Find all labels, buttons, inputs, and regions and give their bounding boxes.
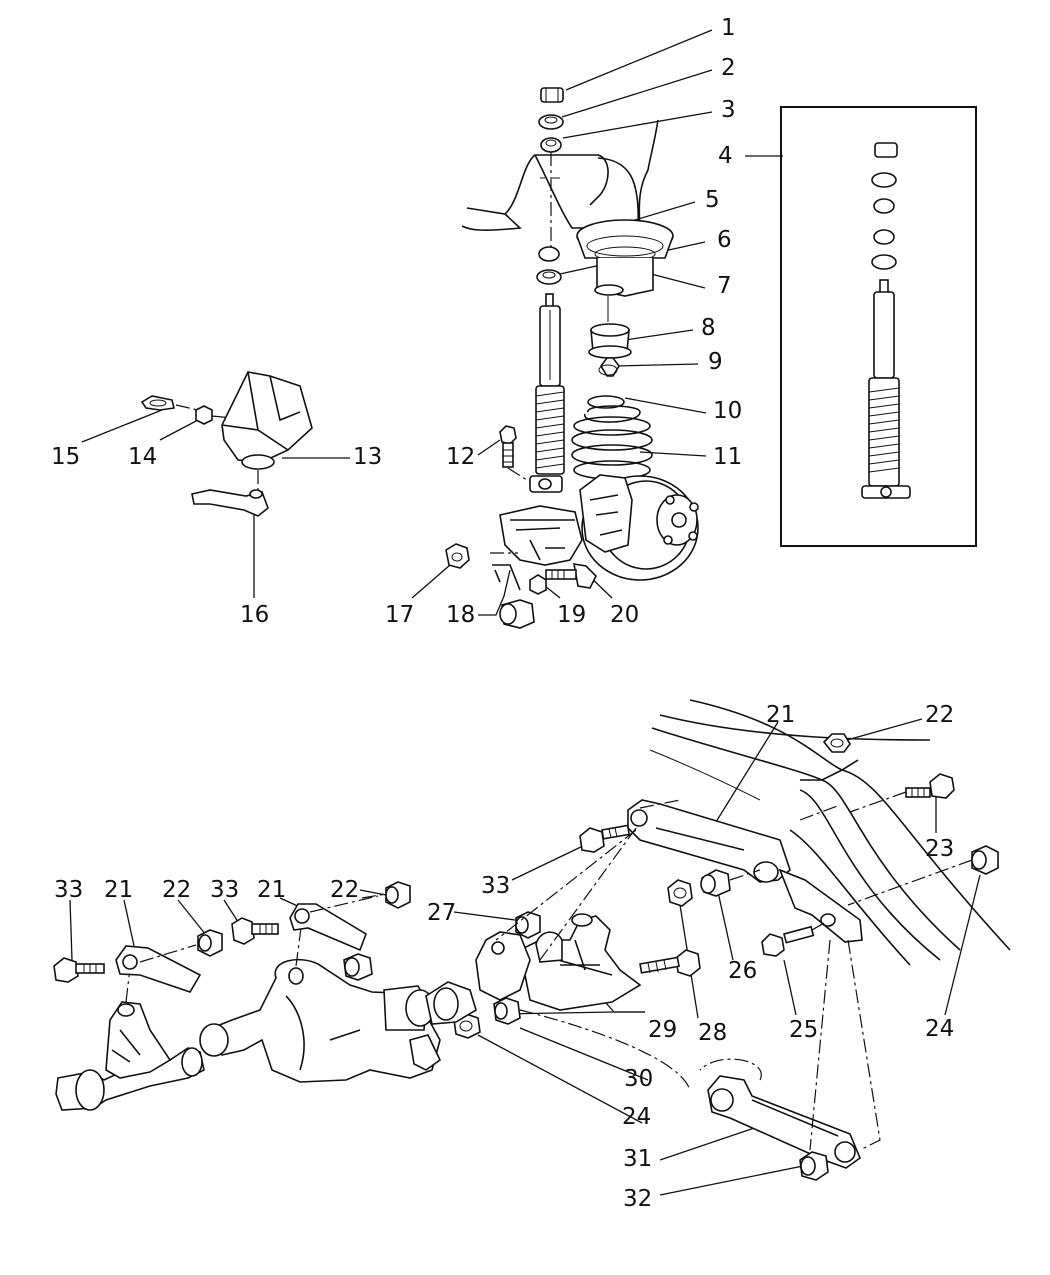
- upper-control-arm-right: [627, 799, 841, 883]
- lower-hardware: [445, 543, 597, 629]
- spring-isolator: [588, 323, 632, 377]
- callout-17: 17: [385, 602, 414, 628]
- frame-bracket: [778, 868, 863, 943]
- callout-5: 5: [705, 187, 720, 213]
- callout-32: 32: [623, 1186, 652, 1212]
- callout-11: 11: [713, 444, 742, 470]
- callout-21a: 21: [766, 702, 795, 728]
- callout-1: 1: [721, 15, 736, 41]
- callout-22a: 22: [925, 702, 954, 728]
- callout-18: 18: [446, 602, 475, 628]
- upper-control-arm-left-2: [289, 895, 379, 952]
- callout-6: 6: [717, 227, 732, 253]
- left-axle-tube: [55, 967, 205, 1111]
- callout-21b: 21: [104, 877, 133, 903]
- shock-mount-hardware: [536, 87, 564, 285]
- callout-33a: 33: [481, 873, 510, 899]
- bushing-32: [799, 1151, 829, 1181]
- callout-8: 8: [701, 315, 716, 341]
- assembly-path-right: [495, 827, 637, 961]
- inset-box: [780, 106, 977, 547]
- callout-13: 13: [353, 444, 382, 470]
- axle-knuckle-right: [475, 913, 642, 1011]
- jounce-bumper: [576, 219, 674, 322]
- callout-25: 25: [789, 1017, 818, 1043]
- frame-tower: [461, 119, 659, 231]
- lower-control-arm: [519, 939, 881, 1169]
- callout-27: 27: [427, 900, 456, 926]
- shock-absorber: [529, 293, 565, 493]
- callout-29: 29: [648, 1017, 677, 1043]
- callout-22b: 22: [162, 877, 191, 903]
- bolt-33-mid: [579, 824, 631, 853]
- callout-31: 31: [623, 1146, 652, 1172]
- bolt-29: [639, 949, 701, 977]
- callout-3: 3: [721, 97, 736, 123]
- callout-33c: 33: [210, 877, 239, 903]
- callout-26: 26: [728, 958, 757, 984]
- callout-33b: 33: [54, 877, 83, 903]
- bushing-24-right: [847, 845, 999, 906]
- callout-12: 12: [446, 444, 475, 470]
- coil-spring: [571, 395, 653, 480]
- callout-30: 30: [624, 1066, 653, 1092]
- upper-control-arm-left-1: [115, 944, 202, 993]
- nut-22-right: [822, 733, 851, 753]
- callout-24a: 24: [925, 1016, 954, 1042]
- callout-22c: 22: [330, 877, 359, 903]
- bolt-12: [499, 425, 531, 483]
- callout-9: 9: [708, 349, 723, 375]
- callout-21c: 21: [257, 877, 286, 903]
- frame-rail: [649, 699, 1011, 966]
- callout-7: 7: [717, 273, 732, 299]
- callout-23: 23: [925, 836, 954, 862]
- callout-2: 2: [721, 55, 736, 81]
- bolt-23: [849, 773, 955, 813]
- bolt-25: [761, 921, 827, 957]
- callout-10: 10: [713, 398, 742, 424]
- callout-20: 20: [610, 602, 639, 628]
- nut-28: [667, 879, 693, 907]
- bracket-assembly: [140, 371, 313, 517]
- callout-19: 19: [557, 602, 586, 628]
- left-hardware: [53, 881, 411, 983]
- callout-14: 14: [128, 444, 157, 470]
- callout-4: 4: [718, 143, 733, 169]
- bushing-26: [700, 869, 761, 897]
- knuckle-and-rotor: [499, 474, 699, 581]
- callout-24c: 24: [622, 1104, 651, 1130]
- differential-housing: [199, 919, 477, 1083]
- bushing-30: [453, 997, 521, 1039]
- callout-labels: 1 2 3 4 5 6 7 8 9 10 11 12 13 14 15 16 1…: [51, 15, 954, 1212]
- callout-16: 16: [240, 602, 269, 628]
- callout-15: 15: [51, 444, 80, 470]
- callout-28: 28: [698, 1020, 727, 1046]
